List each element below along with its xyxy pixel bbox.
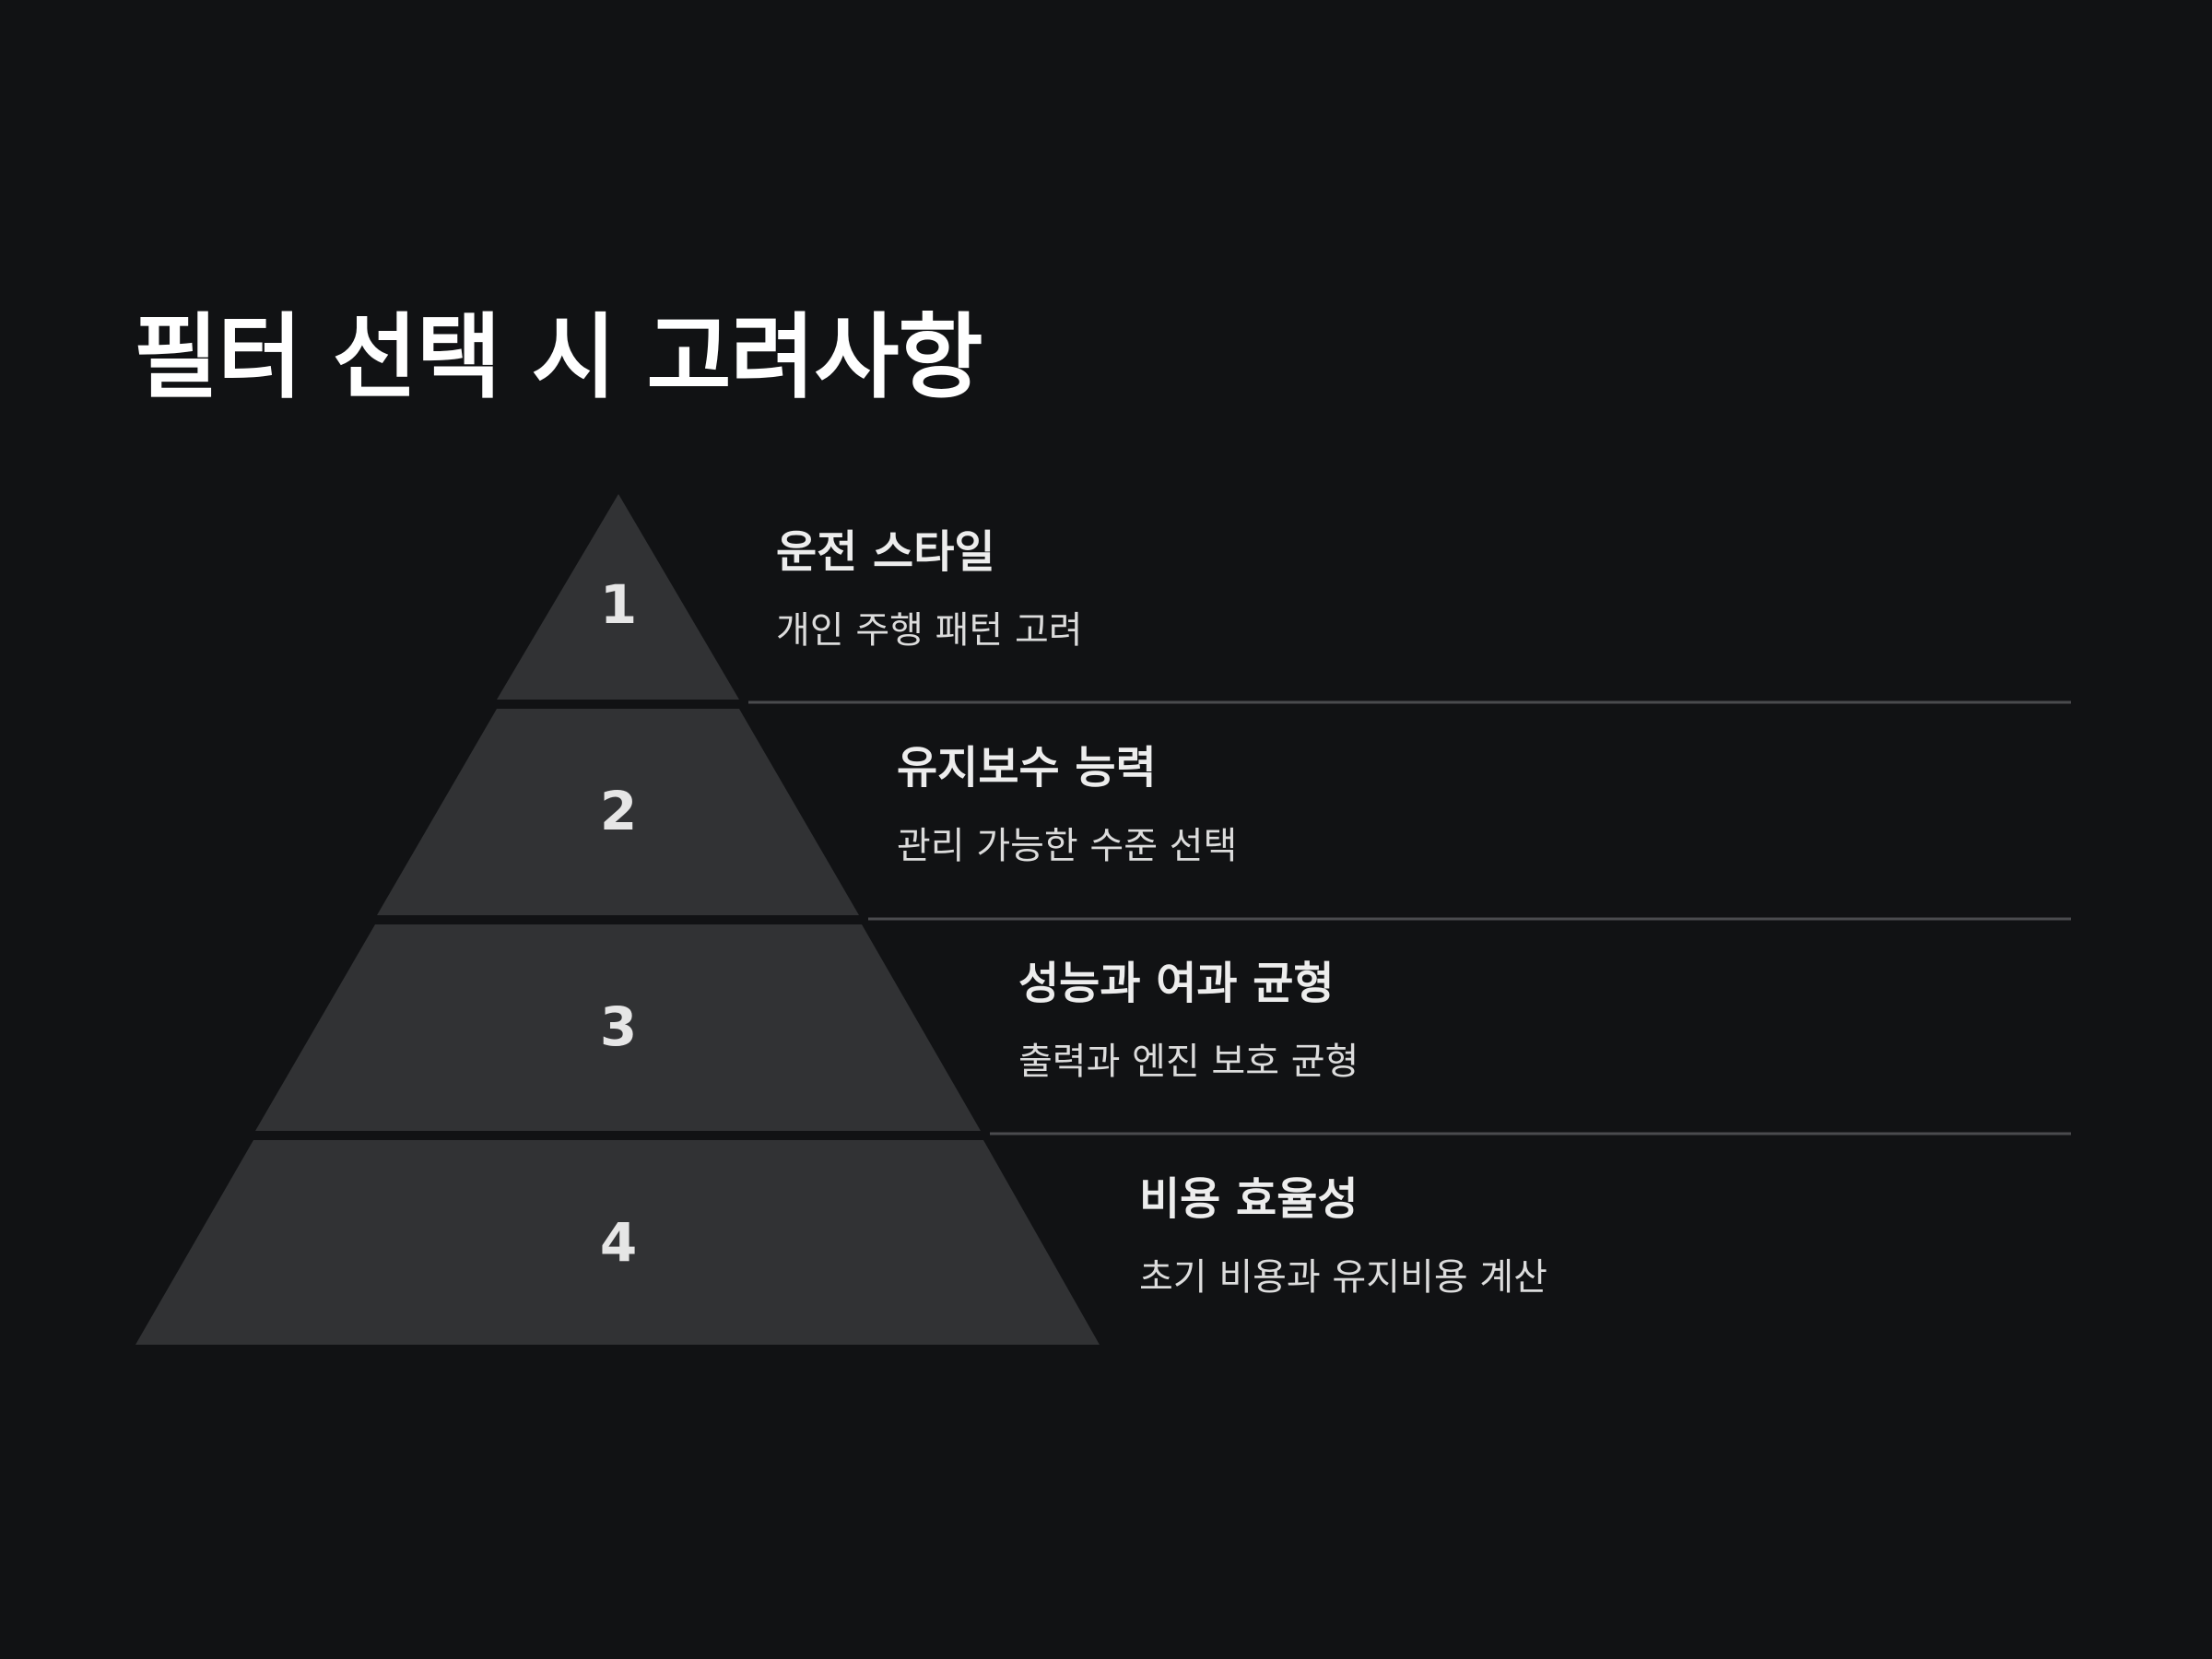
level-4-description: 초기 비용과 유지비용 계산 [1139,1256,1547,1299]
tier-number-3: 3 [600,995,637,1058]
pyramid-tier-4 [135,1140,1100,1345]
pyramid-tier-1 [497,494,739,700]
level-2-title: 유지보수 능력 [897,742,1157,794]
level-2-description: 관리 가능한 수준 선택 [897,825,1238,867]
level-1-title: 운전 스타일 [776,526,995,578]
tier-number-2: 2 [600,780,637,842]
page-title: 필터 선택 시 고려사항 [134,303,982,411]
pyramid-tier-3 [255,924,981,1131]
level-1-description: 개인 주행 패턴 고려 [776,609,1083,652]
level-3-title: 성능과 여과 균형 [1018,958,1335,1009]
tier-number-1: 1 [600,573,637,636]
pyramid-tier-2 [377,709,859,915]
level-4-title: 비용 효율성 [1139,1173,1359,1225]
tier-number-4: 4 [600,1211,637,1274]
level-3-description: 출력과 엔진 보호 균형 [1018,1041,1359,1083]
